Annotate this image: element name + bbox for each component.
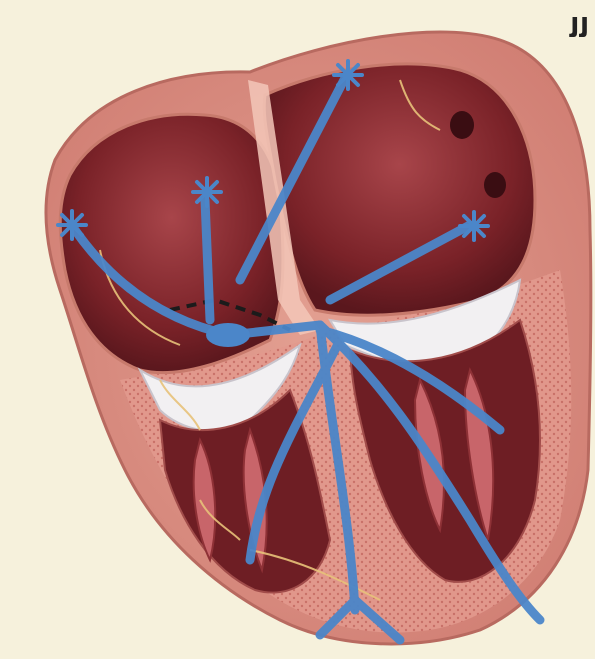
vessel-opening <box>484 172 506 198</box>
vessel-opening <box>450 111 474 139</box>
av-node <box>206 323 250 347</box>
